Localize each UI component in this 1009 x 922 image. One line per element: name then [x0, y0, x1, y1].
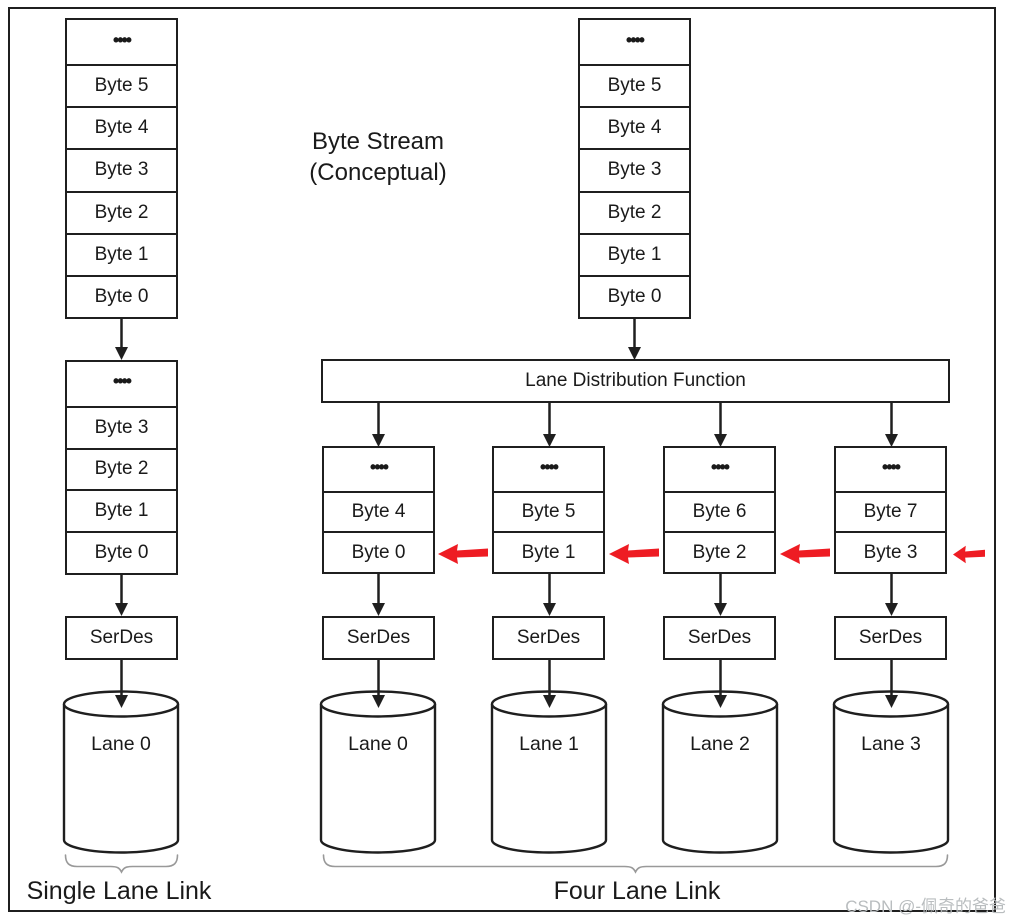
down-arrow-icon: [543, 574, 556, 616]
down-arrow-icon: [543, 660, 556, 708]
four-lane-stream-stack: •••• Byte 5 Byte 4 Byte 3 Byte 2 Byte 1 …: [578, 18, 691, 319]
red-left-arrow-icon: [609, 544, 659, 564]
lane-label: Lane 2: [690, 733, 750, 755]
down-arrow-icon: [372, 403, 385, 447]
ellipsis-cell: ••••: [494, 448, 603, 491]
lane-label: Lane 3: [861, 733, 921, 755]
down-arrow-icon: [543, 403, 556, 447]
lane-cylinder: Lane 0: [319, 690, 437, 854]
down-arrow-icon: [372, 660, 385, 708]
byte-cell: Byte 1: [67, 489, 176, 532]
down-arrow-icon: [885, 574, 898, 616]
down-arrow-icon: [714, 660, 727, 708]
byte-cell: Byte 5: [494, 490, 603, 532]
byte-cell: Byte 4: [580, 106, 689, 149]
ellipsis-cell: ••••: [580, 20, 689, 65]
down-arrow-icon: [115, 575, 128, 616]
down-arrow-icon: [115, 319, 128, 360]
byte-cell: Byte 5: [580, 64, 689, 107]
down-arrow-icon: [115, 660, 128, 708]
ellipsis-cell: ••••: [836, 448, 945, 491]
lane-cylinder: Lane 1: [490, 690, 608, 854]
lane-label: Lane 1: [519, 733, 579, 755]
lane-label: Lane 0: [348, 733, 408, 755]
byte-cell: Byte 3: [580, 148, 689, 191]
down-arrow-icon: [714, 574, 727, 616]
byte-stream-title: Byte Stream (Conceptual): [278, 126, 478, 188]
down-arrow-icon: [714, 403, 727, 447]
lane0-byte-stack: •••• Byte 4 Byte 0: [322, 446, 435, 574]
ellipsis-cell: ••••: [67, 20, 176, 65]
down-arrow-icon: [372, 574, 385, 616]
single-lane-buffer-stack: •••• Byte 3 Byte 2 Byte 1 Byte 0: [65, 360, 178, 575]
ellipsis-cell: ••••: [67, 362, 176, 406]
byte-cell: Byte 0: [67, 531, 176, 573]
lane2-byte-stack: •••• Byte 6 Byte 2: [663, 446, 776, 574]
byte-cell: Byte 0: [324, 531, 433, 573]
serdes-box: SerDes: [834, 616, 947, 660]
byte-cell: Byte 2: [67, 190, 176, 233]
watermark: CSDN @-佩奇的爸爸: [845, 897, 1006, 916]
serdes-box: SerDes: [492, 616, 605, 660]
byte-cell: Byte 0: [580, 274, 689, 317]
serdes-box: SerDes: [65, 616, 178, 660]
lane-cylinder: Lane 3: [832, 690, 950, 854]
four-lane-link-caption: Four Lane Link: [553, 877, 721, 905]
lane-distribution-function-box: Lane Distribution Function: [321, 359, 950, 403]
single-lane-stream-stack: •••• Byte 5 Byte 4 Byte 3 Byte 2 Byte 1 …: [65, 18, 178, 319]
byte-cell: Byte 1: [494, 531, 603, 573]
byte-cell: Byte 0: [67, 274, 176, 317]
title-line2: (Conceptual): [309, 159, 447, 186]
lane1-byte-stack: •••• Byte 5 Byte 1: [492, 446, 605, 574]
byte-cell: Byte 3: [67, 148, 176, 191]
lane3-byte-stack: •••• Byte 7 Byte 3: [834, 446, 947, 574]
red-left-arrow-icon: [438, 544, 488, 564]
byte-cell: Byte 7: [836, 490, 945, 532]
lane-cylinder: Lane 2: [661, 690, 779, 854]
down-arrow-icon: [885, 403, 898, 447]
byte-cell: Byte 4: [324, 490, 433, 532]
byte-cell: Byte 5: [67, 64, 176, 107]
single-lane-link-caption: Single Lane Link: [26, 877, 212, 905]
underbrace: [64, 854, 179, 874]
byte-cell: Byte 4: [67, 106, 176, 149]
byte-cell: Byte 2: [67, 447, 176, 490]
byte-cell: Byte 1: [67, 232, 176, 275]
serdes-box: SerDes: [663, 616, 776, 660]
byte-cell: Byte 2: [665, 531, 774, 573]
red-left-arrow-icon: [780, 544, 830, 564]
byte-cell: Byte 1: [580, 232, 689, 275]
lane-cylinder: Lane 0: [62, 690, 180, 854]
red-left-arrow-icon: [953, 545, 985, 564]
byte-cell: Byte 6: [665, 490, 774, 532]
down-arrow-icon: [885, 660, 898, 708]
down-arrow-icon: [628, 319, 641, 360]
byte-cell: Byte 3: [836, 531, 945, 573]
lane-label: Lane 0: [91, 733, 151, 755]
outer-border: [8, 7, 996, 912]
ellipsis-cell: ••••: [324, 448, 433, 491]
ellipsis-cell: ••••: [665, 448, 774, 491]
byte-cell: Byte 2: [580, 190, 689, 233]
serdes-box: SerDes: [322, 616, 435, 660]
byte-cell: Byte 3: [67, 405, 176, 448]
underbrace: [322, 854, 949, 874]
title-line1: Byte Stream: [311, 128, 445, 155]
